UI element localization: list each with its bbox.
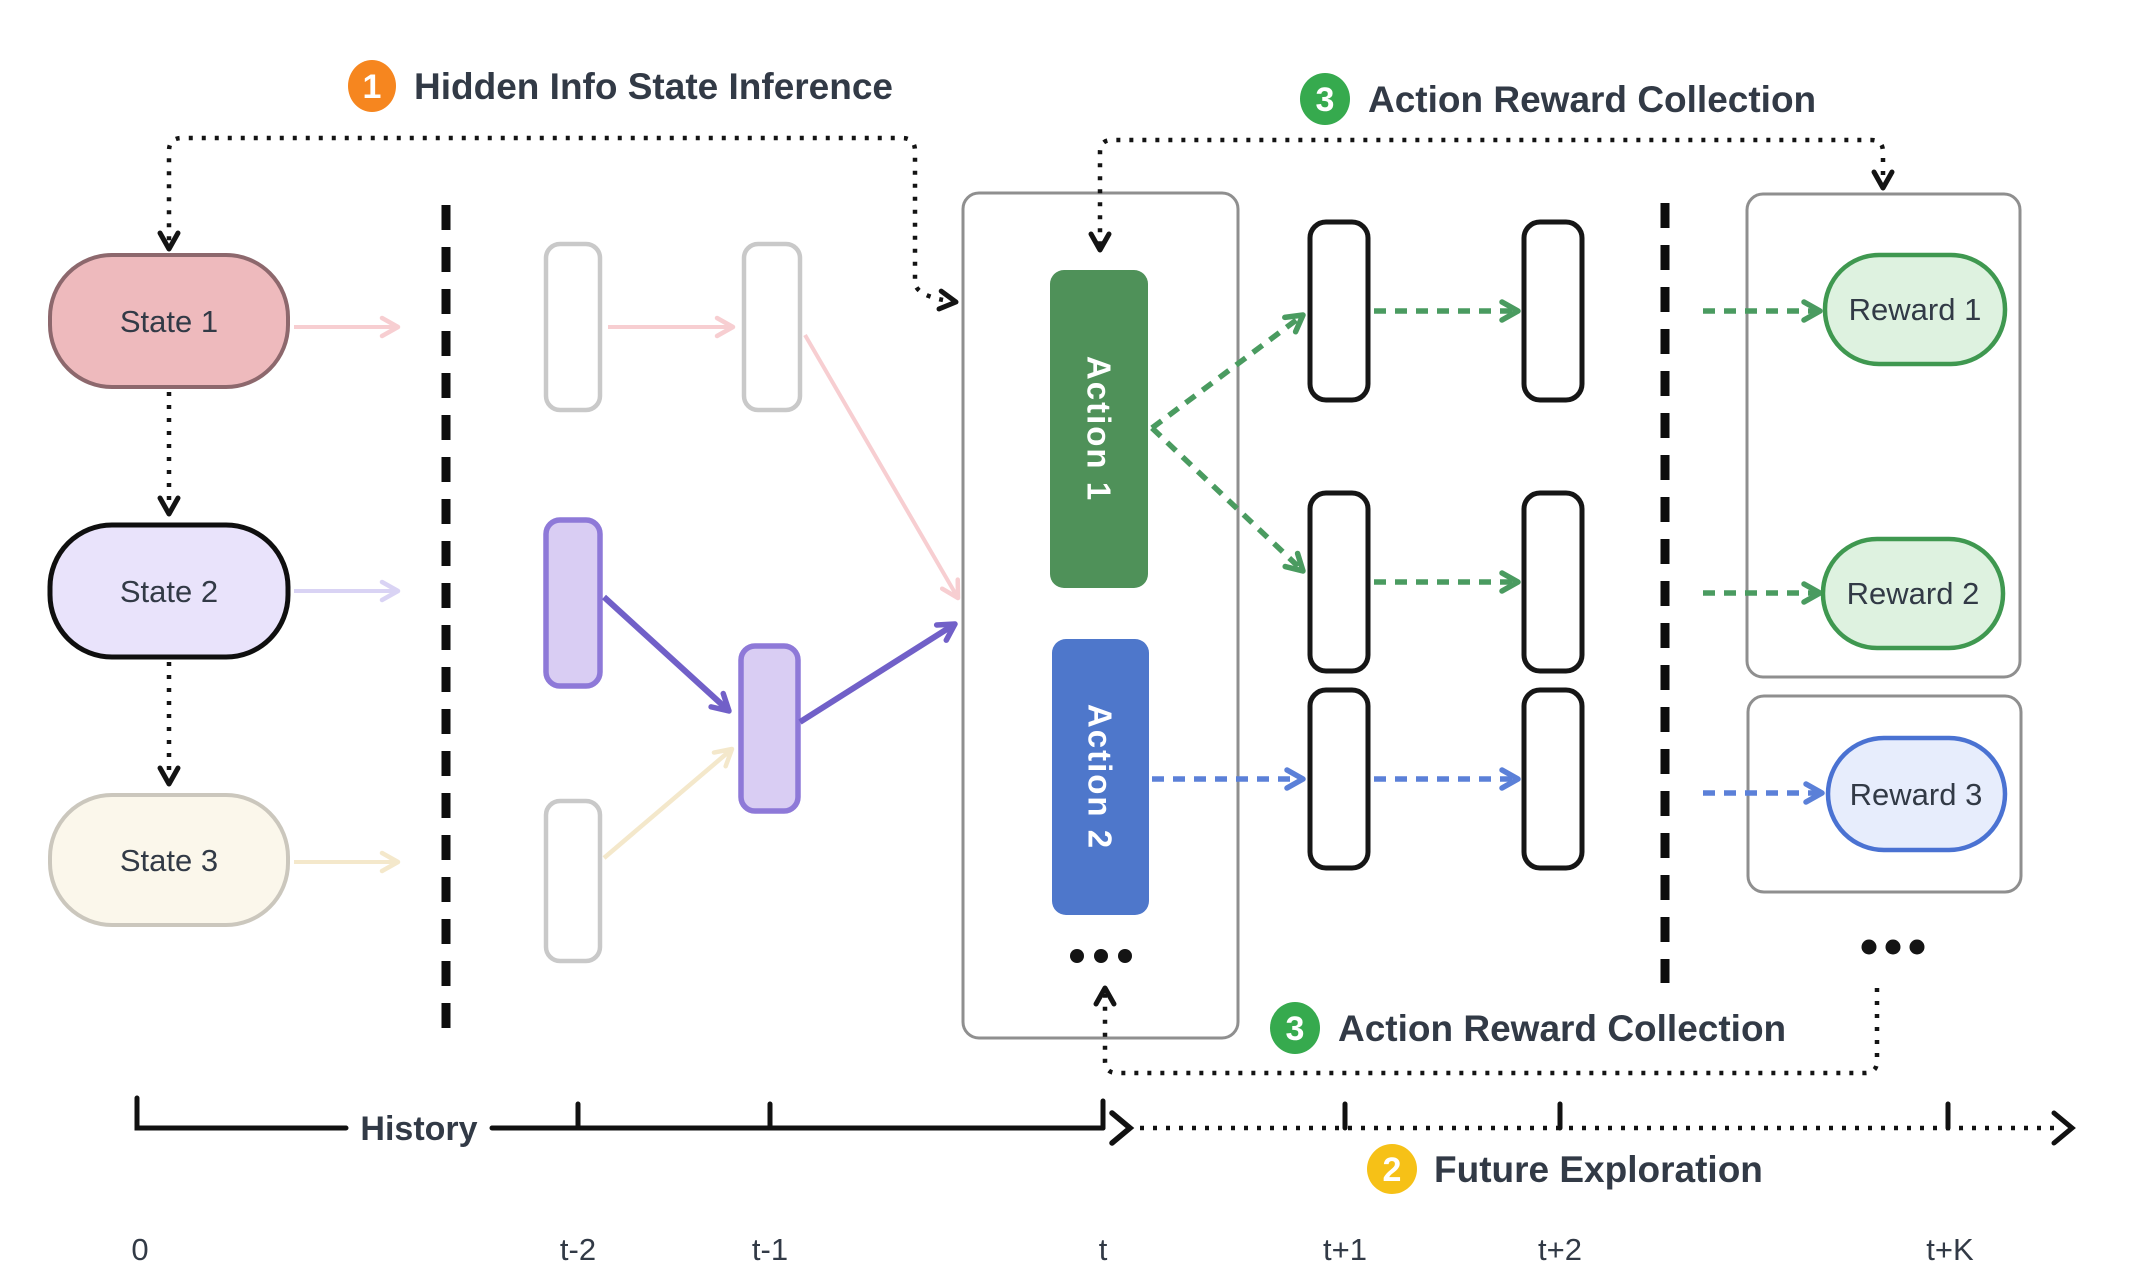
step3-bottom-badge-icon xyxy=(1270,1002,1320,1054)
hidden-box-t2-bottom xyxy=(543,798,603,964)
cream-arrow-t2-to-t1 xyxy=(602,746,735,860)
future-box-t1-mid xyxy=(1307,490,1371,674)
reward3-label: Reward 3 xyxy=(1850,777,1983,812)
step3-top-section: 3 Action Reward Collection xyxy=(1300,73,1816,125)
action2-label: Action 2 xyxy=(1082,704,1119,850)
state1-label: State 1 xyxy=(120,304,218,339)
step3-bottom-badge-number: 3 xyxy=(1286,1010,1305,1048)
axis-tick-labels: 0 t-2 t-1 t t+1 t+2 t+K xyxy=(131,1232,1974,1267)
future-boxes xyxy=(1307,219,1585,871)
tick-label-tplusk: t+K xyxy=(1926,1232,1974,1267)
future-box-t1-top xyxy=(1307,219,1371,403)
tick-label-tplus1: t+1 xyxy=(1323,1232,1367,1267)
action-reward-collection-path-top xyxy=(1088,137,1895,253)
reward-ellipsis xyxy=(1861,939,1925,955)
future-box-t2-top xyxy=(1521,219,1585,403)
step2-label: Future Exploration xyxy=(1434,1149,1763,1190)
tick-label-t1: t-1 xyxy=(752,1232,788,1267)
action1-branch-down-arrow xyxy=(1150,426,1306,574)
axis-arrowhead-end xyxy=(2051,1110,2076,1146)
purple-arrow-t2-to-t1 xyxy=(601,594,732,714)
future-box-t1-bottom xyxy=(1307,687,1371,871)
tick-label-t2: t-2 xyxy=(560,1232,596,1267)
step1-section: 1 Hidden Info State Inference xyxy=(348,60,893,112)
history-label: History xyxy=(360,1110,477,1148)
step3-bottom-label: Action Reward Collection xyxy=(1338,1008,1786,1049)
axis-history-left-segment xyxy=(134,1095,349,1131)
step3-bottom-section: 3 Action Reward Collection xyxy=(1270,1002,1786,1054)
tick-label-t: t xyxy=(1099,1232,1108,1267)
future-box-t2-bottom xyxy=(1521,687,1585,871)
reward2-label: Reward 2 xyxy=(1847,576,1980,611)
axis-arrowhead-t xyxy=(1109,1110,1135,1146)
step2-section: 2 Future Exploration xyxy=(1367,1144,1763,1194)
reward3-pill xyxy=(1825,735,2008,853)
step2-badge-number: 2 xyxy=(1383,1151,1402,1189)
state2-label: State 2 xyxy=(120,574,218,609)
action2-box xyxy=(1052,639,1149,915)
step2-badge-icon xyxy=(1367,1144,1417,1194)
hidden-box-t1-purple xyxy=(738,643,801,814)
step3-top-badge-number: 3 xyxy=(1316,81,1335,119)
state3-pill xyxy=(48,793,290,927)
action-ellipsis xyxy=(1070,949,1132,963)
timeline-axis xyxy=(134,1095,2076,1146)
step3-top-badge-icon xyxy=(1300,73,1350,125)
future-box-t2-mid xyxy=(1521,490,1585,674)
hidden-box-t1-top xyxy=(741,241,803,413)
step1-label: Hidden Info State Inference xyxy=(414,66,893,107)
step1-badge-icon xyxy=(348,60,396,112)
action1-label: Action 1 xyxy=(1081,356,1118,502)
step3-top-label: Action Reward Collection xyxy=(1368,79,1816,120)
state3-label: State 3 xyxy=(120,843,218,878)
purple-arrow-t1-to-action xyxy=(798,621,958,725)
action1-box xyxy=(1050,270,1148,588)
action1-branch-up-arrow xyxy=(1150,312,1306,431)
reward1-pill xyxy=(1822,252,2008,367)
reward1-label: Reward 1 xyxy=(1849,292,1982,327)
state1-pill xyxy=(48,253,290,389)
hidden-box-t2-purple xyxy=(543,517,603,689)
hidden-box-t2-top xyxy=(543,241,603,413)
state2-pill xyxy=(47,522,291,660)
pink-arrow-t1-to-action xyxy=(803,333,961,601)
tick-label-0: 0 xyxy=(131,1232,148,1267)
reward2-pill xyxy=(1820,536,2006,651)
step1-badge-number: 1 xyxy=(363,68,382,106)
tick-label-tplus2: t+2 xyxy=(1538,1232,1582,1267)
